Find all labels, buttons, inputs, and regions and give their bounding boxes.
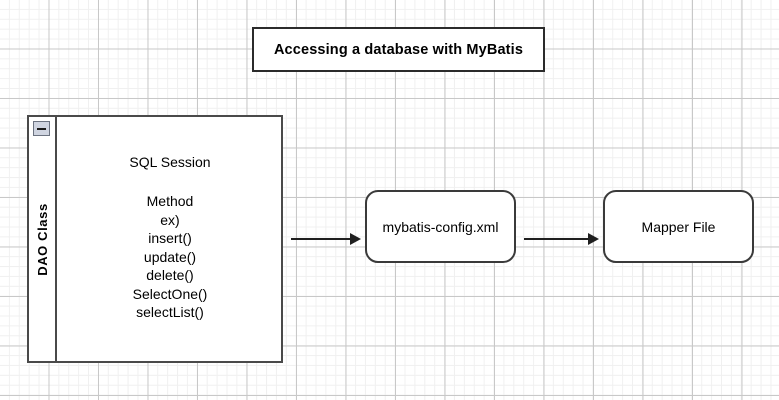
dao-class-label: DAO Class xyxy=(34,202,50,276)
list-item: selectList() xyxy=(136,304,204,320)
node-label: mybatis-config.xml xyxy=(382,218,499,235)
arrow-shaft xyxy=(524,238,589,240)
minus-glyph xyxy=(37,127,46,130)
sql-session-heading: SQL Session xyxy=(129,154,211,170)
node-mybatis-config[interactable]: mybatis-config.xml xyxy=(365,190,516,263)
dao-class-label-strip: DAO Class xyxy=(29,117,57,361)
dao-method-list: Method ex) insert() update() delete() Se… xyxy=(133,192,208,322)
arrow-head xyxy=(350,233,361,245)
list-item: SelectOne() xyxy=(132,285,208,302)
diagram-title-box: Accessing a database with MyBatis xyxy=(252,27,545,72)
list-item: Method xyxy=(146,193,194,209)
page-title: Accessing a database with MyBatis xyxy=(273,41,524,58)
node-mapper-file[interactable]: Mapper File xyxy=(603,190,754,263)
node-label: Mapper File xyxy=(641,218,716,235)
dao-class-container[interactable]: DAO Class SQL Session Method ex) insert(… xyxy=(27,115,283,363)
list-item: insert() xyxy=(148,230,192,246)
arrow-head xyxy=(588,233,599,245)
arrow-shaft xyxy=(291,238,351,240)
arrow-right-icon xyxy=(524,233,599,245)
list-item: ex) xyxy=(160,211,180,228)
list-item: update() xyxy=(143,248,197,265)
arrow-right-icon xyxy=(291,233,361,245)
dao-class-body: SQL Session Method ex) insert() update()… xyxy=(59,117,281,361)
minus-icon[interactable] xyxy=(33,121,50,136)
list-item: delete() xyxy=(146,267,194,283)
